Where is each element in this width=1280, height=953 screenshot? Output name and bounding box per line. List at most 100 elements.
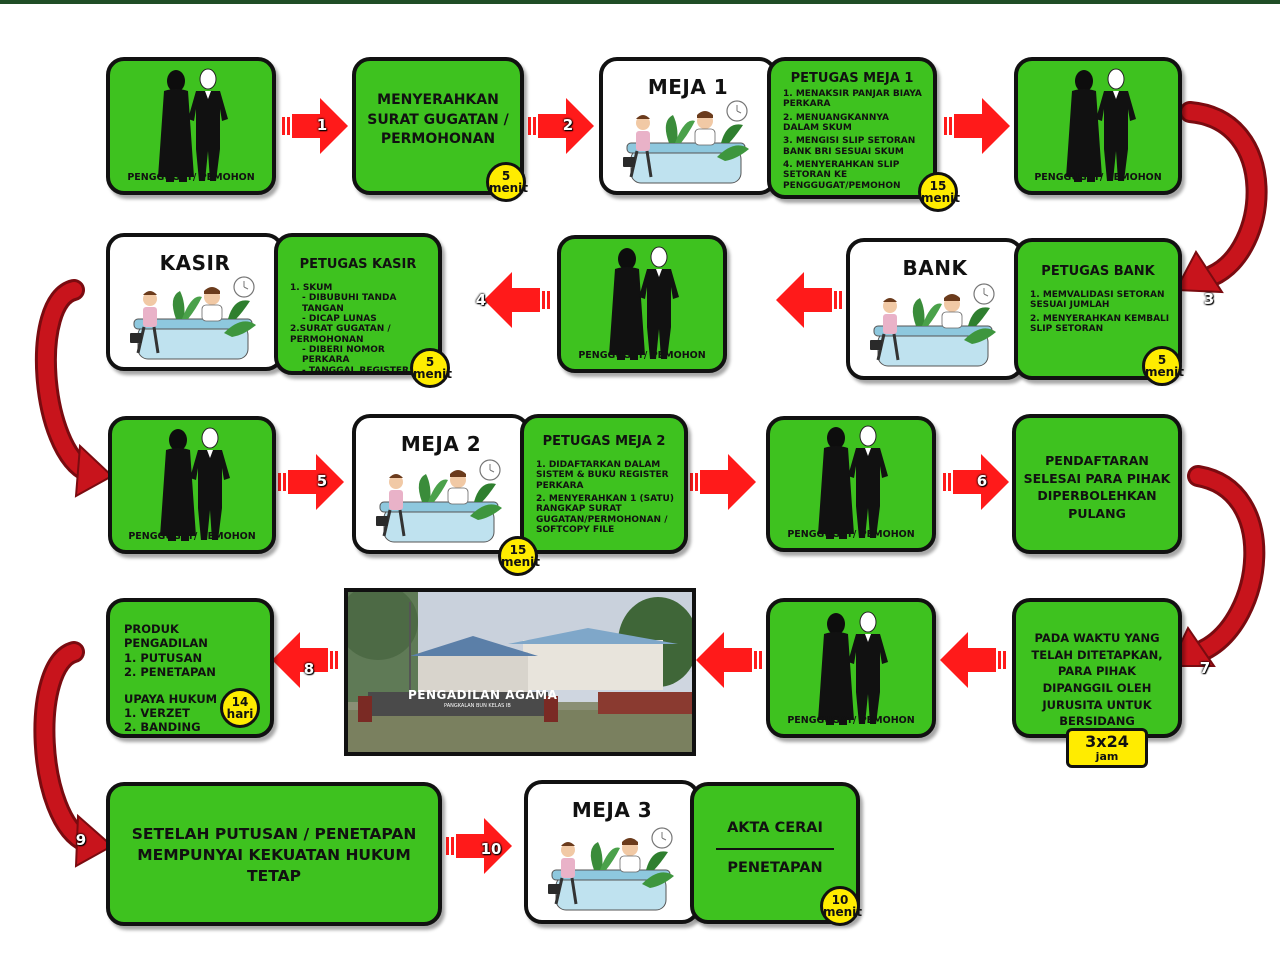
meja3-scene: MEJA 3 (524, 780, 700, 924)
people-caption: PENGGUGAT/ PEMOHON (127, 172, 255, 183)
setelah-text: SETELAH PUTUSAN / PENETAPAN MEMPUNYAI KE… (131, 825, 417, 885)
step-number-3: 3 (1203, 290, 1215, 308)
curve-9 (33, 641, 114, 868)
menyerahkan-text: MENYERAHKAN SURAT GUGATAN / PERMOHONAN (367, 92, 509, 148)
person-box-5: PENGGUGAT/ PEMOHON (766, 416, 936, 552)
akta-cerai-label: AKTA CERAI (727, 820, 823, 836)
time-badge-panggil: 3x24 jam (1066, 728, 1148, 768)
badge-number: 15 (509, 543, 527, 557)
produk-line-5: 1. VERZET (124, 705, 191, 720)
badge-unit: menit (501, 555, 541, 569)
produk-text: PRODUK PENGADILAN 1. PUTUSAN 2. PENETAPA… (124, 622, 264, 735)
pendaftaran-text: PENDAFTARAN SELESAI PARA PIHAK DIPERBOLE… (1023, 453, 1171, 521)
produk-line-6: 2. BANDING (124, 720, 201, 735)
kasir-title: KASIR (159, 251, 231, 275)
badge-unit: jam (1095, 750, 1119, 763)
step-number-4: 4 (475, 291, 487, 309)
step-number-2: 2 (562, 116, 574, 134)
kasir-scene: KASIR (106, 233, 284, 371)
badge-number: 5 (1157, 353, 1167, 367)
bank-title: BANK (902, 256, 968, 280)
curve-7 (1168, 465, 1266, 667)
kasir-task-list: 1. SKUM - DIBUBUHI TANDA TANGAN - DICAP … (290, 283, 432, 376)
person-box-2: PENGGUGAT/ PEMOHON (1014, 57, 1182, 195)
meja2-scene: MEJA 2 (352, 414, 530, 554)
arrow-meja1-out (944, 98, 1010, 154)
step-number-1: 1 (316, 116, 328, 134)
kasir-petugas-title: PETUGAS KASIR (299, 257, 417, 272)
step-number-10: 10 (480, 840, 502, 858)
meja1-task-list: 1. MENAKSIR PANJAR BIAYA PERKARA 2. MENU… (783, 89, 927, 194)
meja1-task-4: 4. MENYERAHKAN SLIP SETORAN KE PENGGUGAT… (783, 160, 901, 191)
people-caption: PENGGUGAT/ PEMOHON (128, 531, 256, 542)
kasir-task-2a: - DIBERI NOMOR PERKARA (302, 345, 385, 366)
setelah-putusan-box: SETELAH PUTUSAN / PENETAPAN MEMPUNYAI KE… (106, 782, 442, 926)
meja1-scene: MEJA 1 (599, 57, 777, 195)
curve-kasir-down (34, 279, 114, 498)
meja2-task-2: 2. MENYERAHKAN 1 (SATU) RANGKAP SURAT GU… (536, 494, 674, 536)
produk-line-1: PRODUK PENGADILAN (124, 622, 208, 651)
meja2-task-1: 1. DIDAFTARKAN DALAM SISTEM & BUKU REGIS… (536, 460, 669, 491)
menyerahkan-box: MENYERAHKAN SURAT GUGATAN / PERMOHONAN (352, 57, 524, 195)
person-box-3: PENGGUGAT/ PEMOHON (557, 235, 727, 373)
kasir-task-1a: - DIBUBUHI TANDA TANGAN (302, 293, 397, 314)
bank-petugas-title: PETUGAS BANK (1041, 264, 1155, 279)
meja2-task-list: 1. DIDAFTARKAN DALAM SISTEM & BUKU REGIS… (536, 460, 678, 538)
meja1-task-3: 3. MENGISI SLIP SETORAN BANK BRI SESUAI … (783, 136, 916, 157)
badge-number: 14 (231, 695, 249, 709)
kasir-petugas-box: PETUGAS KASIR 1. SKUM - DIBUBUHI TANDA T… (274, 233, 442, 376)
badge-unit: menit (489, 181, 529, 195)
bank-task-1: 1. MEMVALIDASI SETORAN SESUAI JUMLAH (1030, 290, 1165, 311)
meja1-title: MEJA 1 (647, 75, 729, 99)
arrow-7-in (940, 632, 1006, 688)
top-border (0, 0, 1280, 4)
badge-unit: menit (823, 905, 863, 919)
panggil-text: PADA WAKTU YANG TELAH DITETAPKAN, PARA P… (1031, 631, 1163, 729)
bank-scene: BANK (846, 238, 1024, 380)
office-desk-illustration (128, 275, 258, 361)
meja3-divider (716, 848, 834, 850)
badge-unit: menit (1145, 365, 1185, 379)
produk-line-4: UPAYA HUKUM (124, 691, 218, 706)
panggil-sidang-box: PADA WAKTU YANG TELAH DITETAPKAN, PARA P… (1012, 598, 1182, 738)
badge-number: 5 (425, 355, 435, 369)
building-illustration (348, 592, 692, 752)
meja2-title: MEJA 2 (400, 432, 482, 456)
step-number-8: 8 (303, 660, 315, 678)
produk-line-3: 2. PENETAPAN (124, 665, 216, 680)
meja1-petugas-box: PETUGAS MEJA 1 1. MENAKSIR PANJAR BIAYA … (767, 57, 937, 199)
pendaftaran-selesai-box: PENDAFTARAN SELESAI PARA PIHAK DIPERBOLE… (1012, 414, 1182, 554)
badge-number: 15 (929, 179, 947, 193)
step-number-9: 9 (75, 831, 87, 849)
person-box-4: PENGGUGAT/ PEMOHON (108, 416, 276, 554)
meja1-petugas-title: PETUGAS MEJA 1 (790, 71, 914, 86)
office-desk-illustration (546, 826, 676, 912)
office-desk-illustration (374, 458, 504, 544)
step-number-6: 6 (976, 472, 988, 490)
arrow-bank-out (776, 272, 842, 328)
badge-number: 3x24 (1085, 732, 1129, 751)
person-box-6: PENGGUGAT/ PEMOHON (766, 598, 936, 738)
arrow-photo-out (696, 632, 762, 688)
kasir-task-2: 2.SURAT GUGATAN / PERMOHONAN (290, 324, 391, 345)
bank-task-2: 2. MENYERAHKAN KEMBALI SLIP SETORAN (1030, 313, 1170, 335)
badge-number: 10 (831, 893, 849, 907)
badge-number: 5 (501, 169, 511, 183)
kasir-task-1b: - DICAP LUNAS (302, 314, 377, 325)
step-number-7: 7 (1199, 659, 1211, 677)
bank-task-list: 1. MEMVALIDASI SETORAN SESUAI JUMLAH 2. … (1030, 290, 1172, 337)
meja2-petugas-title: PETUGAS MEJA 2 (542, 434, 666, 449)
court-sign-text: PENGADILAN AGAMA (408, 688, 558, 702)
people-caption: PENGGUGAT/ PEMOHON (787, 529, 915, 540)
meja1-task-2: 2. MENUANGKANNYA DALAM SKUM (783, 112, 889, 134)
penetapan-label: PENETAPAN (727, 860, 823, 876)
arrow-meja2-out (690, 454, 756, 510)
badge-unit: menit (413, 367, 453, 381)
office-desk-illustration (868, 282, 998, 368)
